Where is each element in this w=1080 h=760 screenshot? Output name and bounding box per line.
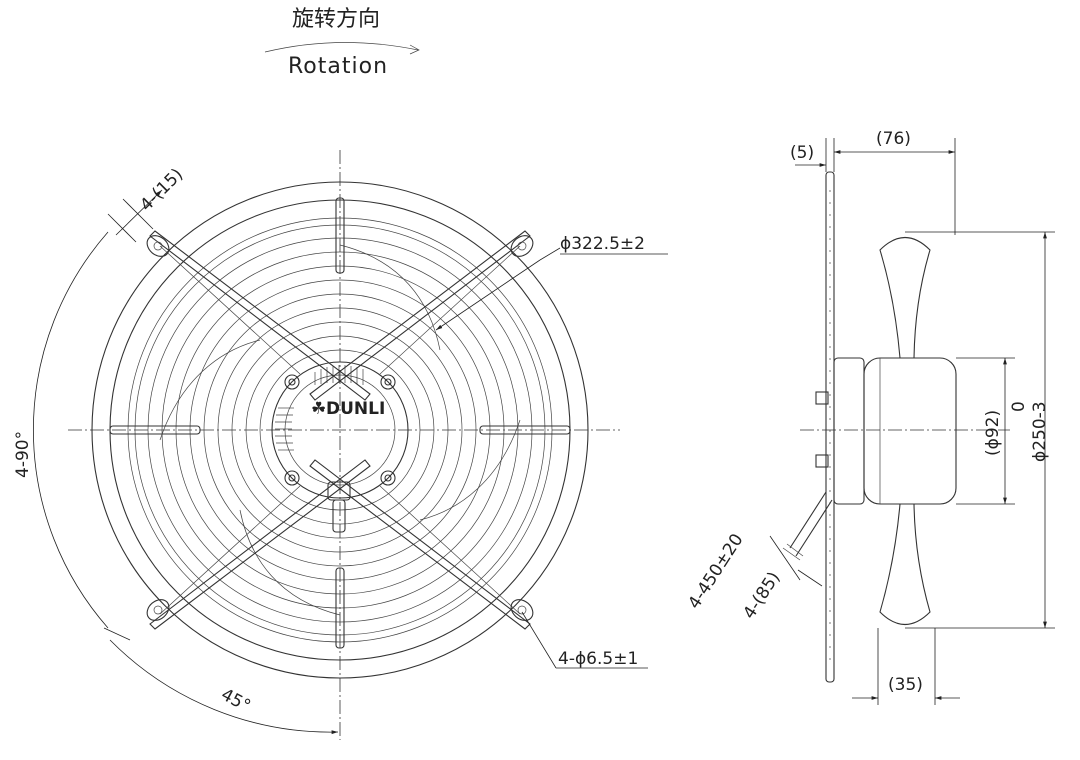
dim-cable-strip: 4-(85) <box>739 568 784 622</box>
mounting-plate <box>825 171 835 683</box>
dim-blade-diameter: ϕ250-3 <box>1030 401 1050 462</box>
logo-icon: ☘ <box>311 399 326 419</box>
blade-top <box>879 236 931 359</box>
dim-top-small: (5) <box>790 143 814 163</box>
dim-top-depth: (76) <box>876 129 911 149</box>
dim-cable-length: 4-450±20 <box>684 530 747 612</box>
rotation-header: 旋转方向 Rotation <box>264 7 420 79</box>
dim-hub-diameter: (ϕ92) <box>983 410 1003 456</box>
cable <box>789 491 827 549</box>
dim-outer-diameter: ϕ322.5±2 <box>560 234 645 254</box>
dim-bolt-offset: 4-(15) <box>136 165 187 216</box>
rotation-label-cn: 旋转方向 <box>292 7 380 32</box>
rotation-label-en: Rotation <box>288 54 388 79</box>
mounting-tabs <box>146 235 534 621</box>
hub-fins <box>275 365 364 451</box>
front-view: DUNLI ☘ <box>13 150 668 740</box>
dim-angle-45: 45° <box>218 685 254 717</box>
rotation-arrow-icon <box>264 42 419 53</box>
blade-bottom <box>879 503 931 626</box>
logo-text: DUNLI <box>326 399 385 419</box>
dim-blade-width: (35) <box>888 675 923 695</box>
motor-body <box>863 357 957 505</box>
guard-rings <box>147 237 533 623</box>
dim-hole-spec: 4-ϕ6.5±1 <box>558 649 638 669</box>
hub-screws <box>284 374 396 486</box>
dim-angle-90: 4-90° <box>13 431 33 478</box>
dim-zero: 0 <box>1009 401 1029 412</box>
mounting-arms <box>149 230 531 630</box>
side-view: (5) (76) (ϕ92) 0 ϕ250-3 (35) 4-450±20 4-… <box>684 129 1055 705</box>
